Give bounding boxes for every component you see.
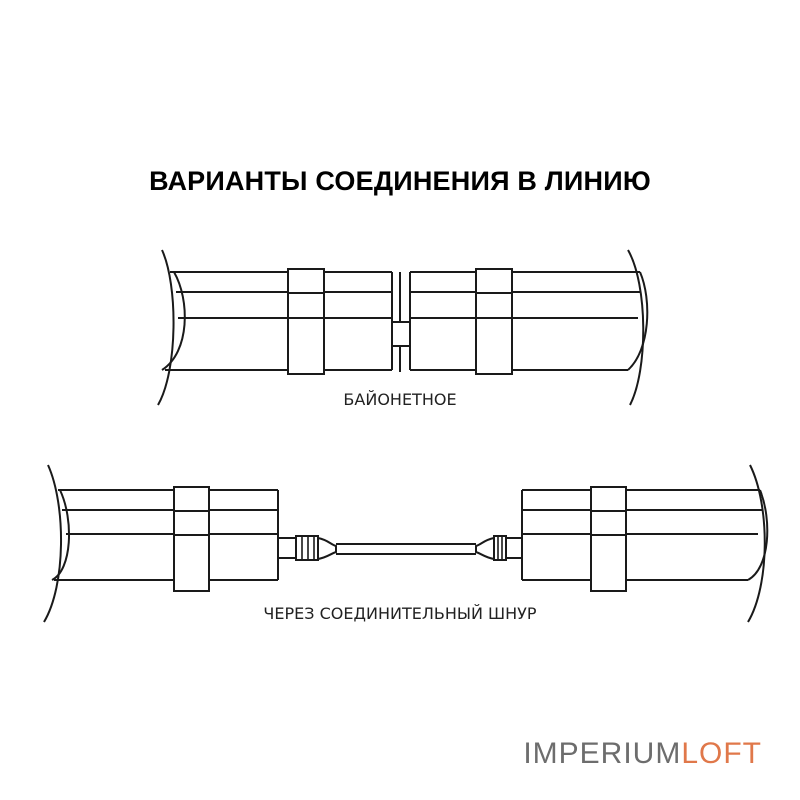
diagram-title: ВАРИАНТЫ СОЕДИНЕНИЯ В ЛИНИЮ [149,166,651,196]
right-lamp-body [409,249,649,406]
bayonet-connection-illustration [157,249,649,406]
bayonet-label: БАЙОНЕТНОЕ [343,390,457,409]
bayonet-joint [392,272,410,372]
imperiumloft-logo: IMPERIUMLOFT [523,737,762,771]
left-clamp [287,268,325,375]
cord-connection-label: ЧЕРЕЗ СОЕДИНИТЕЛЬНЫЙ ШНУР [263,604,537,623]
right-clamp [475,268,513,375]
cord-connection-illustration [43,464,769,623]
cord-left-lamp-body [43,464,279,623]
logo-part-imperium: IMPERIUM [523,737,682,770]
cord-right-clamp [590,486,627,592]
cord-left-clamp [173,486,210,592]
connecting-cord [336,543,476,555]
logo-part-loft: LOFT [681,737,762,770]
left-cord-plug [277,535,337,561]
cord-right-lamp-body [521,464,769,623]
left-lamp-body [157,249,393,406]
right-cord-plug [475,535,523,561]
